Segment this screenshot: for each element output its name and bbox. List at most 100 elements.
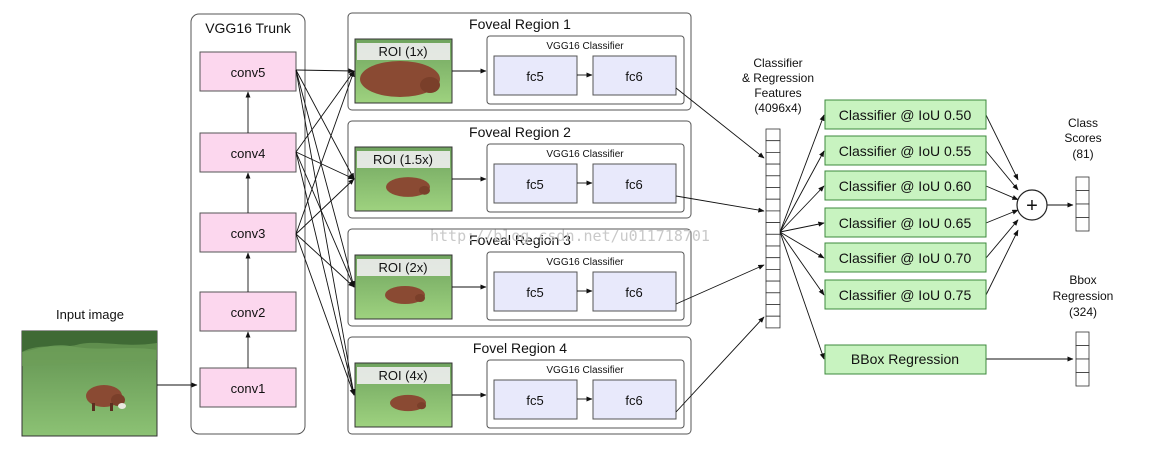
arrow-classifier-sum bbox=[985, 209, 1019, 224]
region-title: Fovel Region 4 bbox=[473, 340, 567, 356]
feature-cell bbox=[765, 222, 781, 235]
trunk-layer-conv4: conv4 bbox=[199, 132, 297, 173]
feature-cell bbox=[765, 304, 781, 317]
bbox-out-line2: Regression bbox=[1053, 289, 1114, 303]
features-line4: (4096x4) bbox=[754, 101, 801, 115]
fc5-box bbox=[493, 163, 578, 204]
classifier-label: Classifier @ IoU 0.60 bbox=[839, 178, 972, 194]
arrow-features-classifier bbox=[779, 221, 825, 233]
fc6-label: fc6 bbox=[625, 285, 642, 300]
arrow-conv-roi bbox=[295, 178, 355, 235]
roi-label: ROI (1.5x) bbox=[373, 152, 433, 167]
roi-label: ROI (1x) bbox=[378, 44, 427, 59]
bbox-regression-label: BBox Regression bbox=[851, 351, 959, 367]
arrow-classifier-sum bbox=[985, 114, 1019, 181]
arrow-classifier-sum bbox=[985, 150, 1019, 191]
cow-icon bbox=[360, 61, 440, 97]
feature-cell bbox=[765, 245, 781, 259]
connections bbox=[157, 68, 1074, 413]
score-cell bbox=[1075, 217, 1090, 232]
classifier-iou-2: Classifier @ IoU 0.60 bbox=[824, 170, 987, 201]
features-line2: & Regression bbox=[742, 71, 814, 85]
fc5-label: fc5 bbox=[526, 177, 543, 192]
cow-icon bbox=[385, 286, 425, 304]
roi-label: ROI (4x) bbox=[378, 368, 427, 383]
feature-cell bbox=[765, 151, 781, 165]
bbox-cell bbox=[1075, 345, 1090, 360]
bbox-regression-box: BBox Regression bbox=[824, 344, 987, 375]
cow-icon bbox=[386, 177, 430, 197]
arrow-fc6-features bbox=[675, 195, 765, 213]
arrow-conv-roi bbox=[295, 70, 355, 235]
fc5-box bbox=[493, 271, 578, 312]
arrow-features-classifier bbox=[779, 185, 825, 233]
fc6-label: fc6 bbox=[625, 69, 642, 84]
fc6-box bbox=[592, 55, 677, 96]
sum-symbol: + bbox=[1026, 195, 1038, 217]
score-cell bbox=[1075, 176, 1090, 191]
roi-image: ROI (4x) bbox=[354, 362, 453, 428]
classifier-iou-1: Classifier @ IoU 0.55 bbox=[824, 135, 987, 166]
classifier-iou-3: Classifier @ IoU 0.65 bbox=[824, 207, 987, 238]
input-image-label: Input image bbox=[56, 307, 124, 322]
fc6-label: fc6 bbox=[625, 393, 642, 408]
fc6-box bbox=[592, 271, 677, 312]
arrow-classifier-sum bbox=[985, 229, 1019, 296]
feature-cell bbox=[765, 140, 781, 153]
feature-cell bbox=[765, 280, 781, 294]
trunk-layer-label: conv5 bbox=[231, 65, 266, 80]
trunk-layer-conv5: conv5 bbox=[199, 51, 297, 92]
arrow-fc6-features bbox=[675, 264, 765, 305]
arrow-features-bbox bbox=[779, 231, 825, 360]
region-title: Foveal Region 1 bbox=[469, 16, 571, 32]
classifier-label: Classifier @ IoU 0.75 bbox=[839, 287, 972, 303]
score-cell bbox=[1075, 190, 1090, 205]
arrow-conv-roi bbox=[295, 233, 355, 288]
feature-cell bbox=[765, 268, 781, 282]
trunk-layer-label: conv4 bbox=[231, 146, 266, 161]
classifier-iou-4: Classifier @ IoU 0.70 bbox=[824, 242, 987, 273]
roi-image: ROI (1.5x) bbox=[354, 146, 453, 212]
class-scores-line1: Class bbox=[1068, 116, 1098, 130]
class-scores-line2: Scores bbox=[1064, 131, 1101, 145]
classifier-label: Classifier @ IoU 0.55 bbox=[839, 143, 972, 159]
bbox-out-line3: (324) bbox=[1069, 305, 1097, 319]
fc6-box bbox=[592, 163, 677, 204]
trunk-layer-conv1: conv1 bbox=[199, 367, 297, 408]
feature-cell bbox=[765, 163, 781, 177]
feature-cell bbox=[765, 128, 781, 142]
cow-icon bbox=[390, 394, 426, 412]
classifier-title: VGG16 Classifier bbox=[546, 365, 624, 376]
feature-cell bbox=[765, 175, 781, 188]
features-line3: Features bbox=[754, 86, 801, 100]
feature-cell bbox=[765, 233, 781, 247]
feature-cell bbox=[765, 315, 781, 329]
trunk-layer-conv2: conv2 bbox=[199, 291, 297, 332]
arrow-conv-roi bbox=[295, 70, 355, 153]
classifier-title: VGG16 Classifier bbox=[546, 257, 624, 268]
trunk-layer-label: conv1 bbox=[231, 381, 266, 396]
feature-cell bbox=[765, 187, 781, 200]
region-title: Foveal Region 2 bbox=[469, 124, 571, 140]
classifier-label: Classifier @ IoU 0.65 bbox=[839, 215, 972, 231]
roi-image: ROI (1x) bbox=[354, 38, 453, 104]
arrow-conv-roi bbox=[295, 151, 355, 288]
trunk-layer-label: conv2 bbox=[231, 305, 266, 320]
feature-cell bbox=[765, 292, 781, 305]
arrow-conv-roi bbox=[295, 69, 355, 180]
arrow-features-classifier bbox=[779, 231, 825, 296]
score-cell bbox=[1075, 203, 1090, 218]
arrow-features-classifier bbox=[779, 114, 825, 233]
fc5-box bbox=[493, 379, 578, 420]
sum-node: + bbox=[1016, 189, 1048, 221]
feature-cell bbox=[765, 210, 781, 223]
